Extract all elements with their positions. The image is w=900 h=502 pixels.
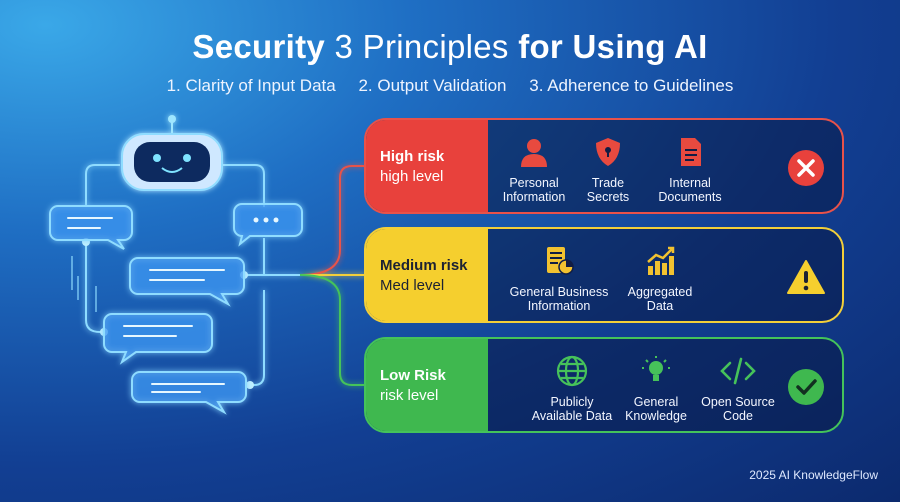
title-bold-a: Security bbox=[192, 28, 326, 65]
item-line: Knowledge bbox=[625, 409, 687, 423]
item-line: Internal bbox=[669, 176, 711, 190]
robot-icon bbox=[121, 115, 223, 191]
medium-risk-label: Medium risk Med level bbox=[366, 229, 488, 321]
item-line: Secrets bbox=[586, 190, 630, 204]
shield-icon bbox=[558, 134, 658, 170]
principle-1: 1. Clarity of Input Data bbox=[166, 76, 336, 95]
code-icon bbox=[688, 353, 788, 389]
speed-lines bbox=[71, 256, 97, 312]
high-risk-title: High risk bbox=[380, 147, 445, 165]
principle-2: 2. Output Validation bbox=[358, 76, 507, 95]
item-line: General bbox=[633, 395, 679, 409]
item-line: Personal bbox=[509, 176, 559, 190]
item-line: Information bbox=[527, 299, 591, 313]
close-icon bbox=[786, 148, 826, 188]
low-risk-sub: risk level bbox=[380, 386, 439, 404]
page-title: Security 3 Principles for Using AI bbox=[0, 28, 900, 66]
medium-risk-sub: Med level bbox=[380, 276, 445, 294]
footer-credit: 2025 AI KnowledgeFlow bbox=[749, 468, 878, 482]
low-risk-label: Low Risk risk level bbox=[366, 339, 488, 431]
typing-dots bbox=[253, 217, 279, 223]
item-line: Open Source bbox=[701, 395, 775, 409]
chat-text-lines bbox=[67, 217, 225, 393]
warning-icon bbox=[786, 257, 826, 297]
globe-icon bbox=[522, 353, 622, 389]
item-line: Trade bbox=[591, 176, 625, 190]
document-icon bbox=[640, 134, 740, 170]
title-light: 3 Principles bbox=[334, 28, 509, 65]
principle-3: 3. Adherence to Guidelines bbox=[529, 76, 734, 95]
connector-lines bbox=[85, 164, 366, 386]
person-icon bbox=[484, 134, 584, 170]
high-risk-label: High risk high level bbox=[366, 120, 488, 212]
item-line: Publicly bbox=[550, 395, 594, 409]
item-line: Data bbox=[646, 299, 674, 313]
item-line: Available Data bbox=[531, 409, 613, 423]
high-risk-sub: high level bbox=[380, 167, 444, 185]
title-bold-b: for Using AI bbox=[518, 28, 708, 65]
item-line: Documents bbox=[658, 190, 722, 204]
lightbulb-icon bbox=[606, 353, 706, 389]
low-risk-title: Low Risk bbox=[380, 366, 446, 384]
report-icon bbox=[504, 243, 614, 279]
item-line: Information bbox=[502, 190, 566, 204]
medium-risk-title: Medium risk bbox=[380, 256, 468, 274]
item-line: Code bbox=[723, 409, 753, 423]
item-line: General Business bbox=[509, 285, 609, 299]
item-line: Aggregated bbox=[627, 285, 693, 299]
principles-list: 1. Clarity of Input Data 2. Output Valid… bbox=[0, 76, 900, 96]
bar-chart-icon bbox=[610, 243, 710, 279]
check-icon bbox=[786, 367, 826, 407]
